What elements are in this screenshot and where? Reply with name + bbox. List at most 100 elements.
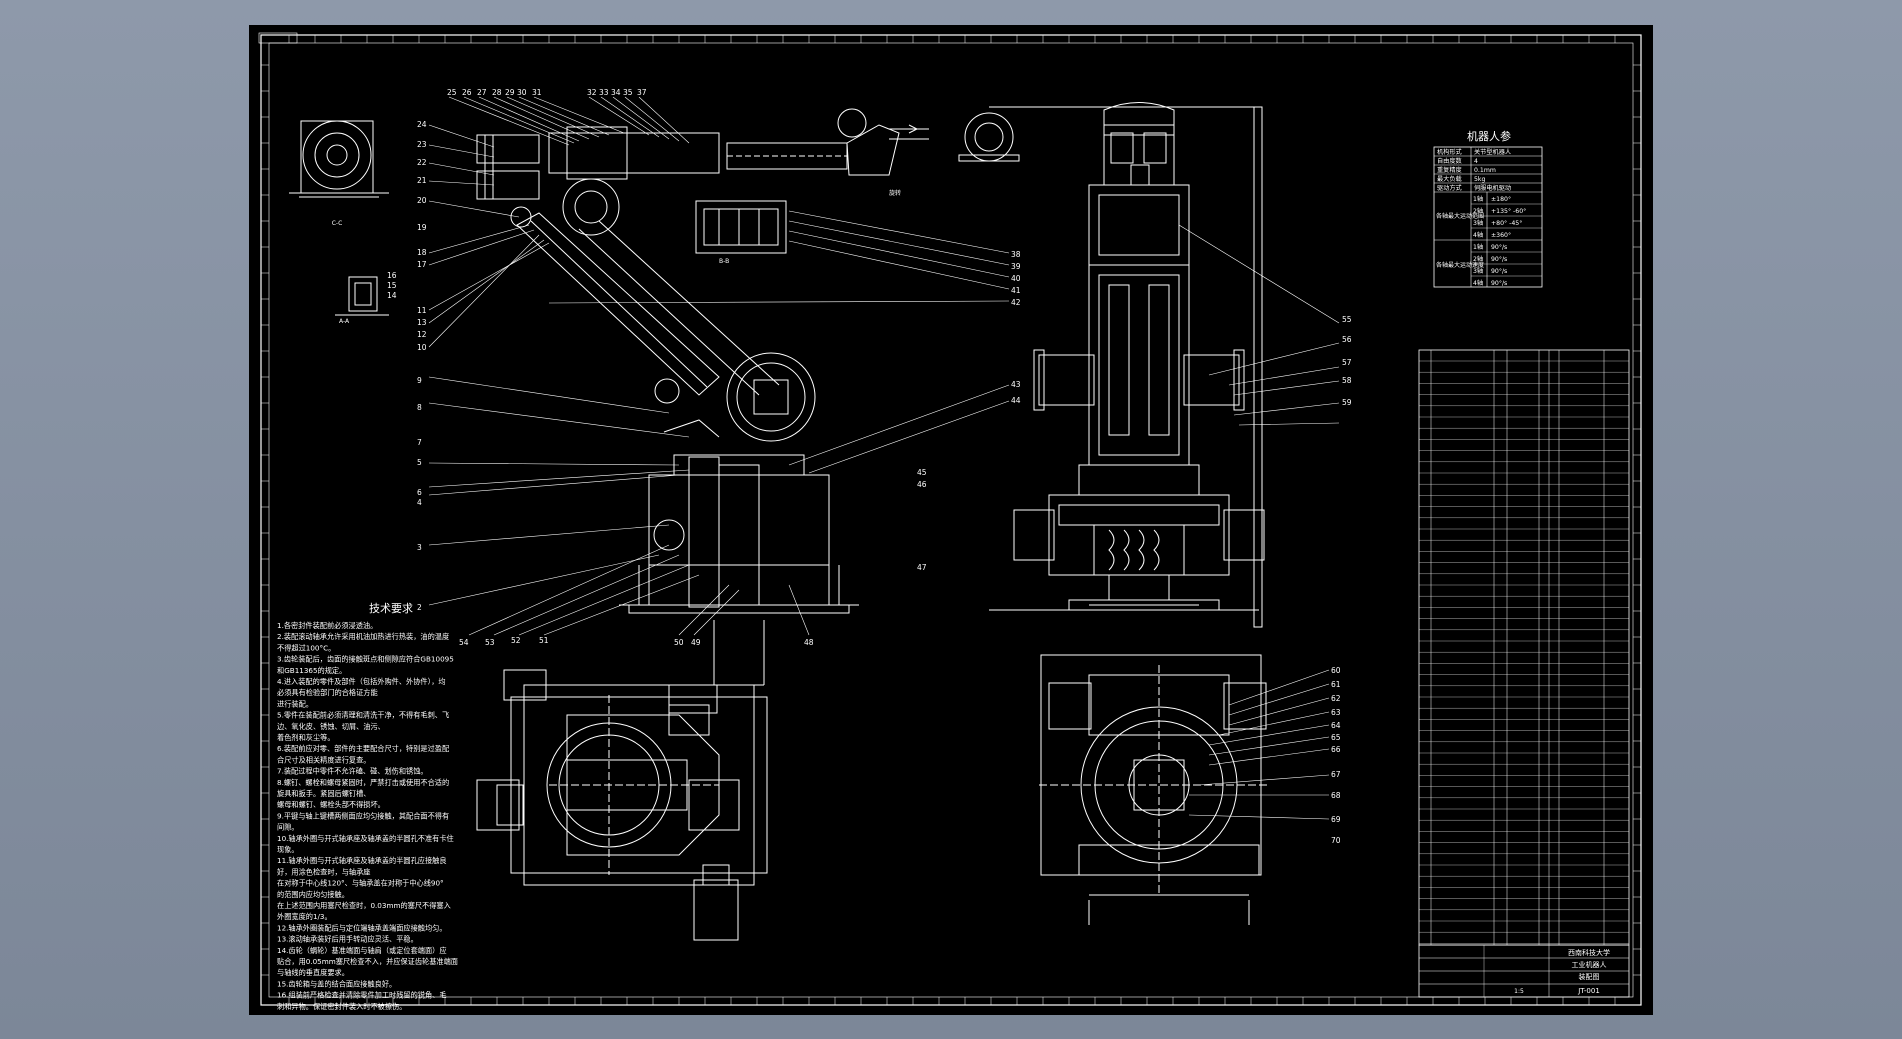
svg-text:0.1mm: 0.1mm: [1474, 167, 1496, 174]
svg-text:31: 31: [532, 88, 542, 97]
svg-text:57: 57: [1342, 358, 1352, 367]
tech-req-line: 间隙。: [277, 823, 299, 832]
tech-req-line: 合尺寸及相关精度进行复查。: [277, 755, 370, 764]
view-label-cc: C-C: [332, 220, 343, 227]
svg-text:67: 67: [1331, 770, 1341, 779]
svg-text:66: 66: [1331, 745, 1341, 754]
callouts-plan: 60 61 62 63 64 65 66 67 68 69 70: [1331, 666, 1341, 845]
tech-req-line: 8.螺钉、螺栓和螺母紧固时，严禁打击或使用不合适的: [277, 778, 449, 787]
svg-text:56: 56: [1342, 335, 1352, 344]
drawing-scale: 1:5: [1514, 988, 1524, 995]
svg-text:25: 25: [447, 88, 457, 97]
svg-text:23: 23: [417, 140, 427, 149]
svg-text:伺服电机驱动: 伺服电机驱动: [1474, 184, 1511, 192]
title-block: 西南科技大学 工业机器人 装配图 JT-001 1:5: [1418, 944, 1630, 998]
tech-req-line: 与轴线的垂直度要求。: [277, 968, 349, 977]
tech-req-line: 进行装配。: [277, 699, 313, 708]
callouts-right: 55 56 57 58 59: [1342, 315, 1352, 407]
svg-text:27: 27: [477, 88, 487, 97]
leader-lines: [428, 96, 1010, 636]
svg-text:42: 42: [1011, 298, 1021, 307]
svg-text:39: 39: [1011, 262, 1021, 271]
svg-text:12: 12: [417, 330, 427, 339]
school-name: 西南科技大学: [1568, 948, 1610, 957]
svg-text:自由度数: 自由度数: [1437, 157, 1463, 165]
svg-text:4: 4: [417, 498, 422, 507]
drawing-frame: [260, 34, 1642, 1006]
svg-text:49: 49: [691, 638, 701, 647]
svg-text:26: 26: [462, 88, 472, 97]
svg-text:7: 7: [417, 438, 422, 447]
svg-text:1轴: 1轴: [1473, 243, 1483, 251]
frame-ticks: [261, 35, 1641, 1005]
svg-text:50: 50: [674, 638, 684, 647]
arm-side-view: [476, 108, 919, 686]
tech-req-line: 和GB11365的规定。: [277, 666, 346, 675]
svg-text:6: 6: [417, 488, 422, 497]
tech-req-line: 14.齿轮（蜗轮）基准端面与轴肩（或定位套端面）应: [277, 946, 447, 955]
right-leaders: [1178, 224, 1340, 426]
svg-text:30: 30: [517, 88, 527, 97]
technical-requirements: 技术要求 1.各密封件装配前必须浸透油。 2.装配滚动轴承允许采用机油加热进行热装…: [277, 602, 458, 1011]
view-label-aa: A-A: [339, 318, 350, 325]
tech-req-line: 不得超过100°C。: [277, 643, 335, 652]
tech-req-line: 在上述范围内用塞尺检查时，0.03mm的塞尺不得塞入: [277, 901, 451, 910]
svg-text:15: 15: [387, 281, 397, 290]
svg-text:9: 9: [417, 376, 422, 385]
svg-text:37: 37: [637, 88, 647, 97]
tech-req-line: 螺母和螺钉、螺栓头部不得损坏。: [277, 800, 385, 809]
tech-req-line: 刺和异物。保证密封件装入时不被擦伤。: [277, 1002, 406, 1011]
tech-req-line: 2.装配滚动轴承允许采用机油加热进行热装，油的温度: [277, 632, 449, 641]
tech-req-line: 着色剂和灰尘等。: [277, 733, 335, 742]
tech-req-line: 9.平键与轴上键槽两侧面应均匀接触，其配合面不得有: [277, 811, 449, 820]
svg-text:19: 19: [417, 223, 427, 232]
svg-text:34: 34: [611, 88, 621, 97]
svg-text:60: 60: [1331, 666, 1341, 675]
svg-text:16: 16: [387, 271, 397, 280]
tech-title: 技术要求: [369, 602, 413, 615]
front-elevation-view: [989, 102, 1265, 628]
svg-text:重复精度: 重复精度: [1437, 166, 1462, 174]
svg-text:4: 4: [1474, 158, 1478, 165]
callouts-left: 24 23 22 21 20 19 18 17 16 15 14 13 12 1…: [387, 120, 427, 612]
svg-text:64: 64: [1331, 721, 1341, 730]
section-view-bb: [695, 200, 787, 254]
drawing-name: 工业机器人: [1572, 960, 1607, 969]
tech-req-line: 11.轴承外圈与开式轴承座及轴承盖的半圆孔应接触良: [277, 856, 447, 865]
svg-text:8: 8: [417, 403, 422, 412]
svg-text:2轴: 2轴: [1473, 255, 1483, 263]
svg-text:54: 54: [459, 638, 469, 647]
tech-req-line: 贴合，用0.05mm塞尺检查不入，并应保证齿轮基准端面: [277, 957, 458, 966]
svg-text:90°/s: 90°/s: [1491, 279, 1507, 287]
svg-text:2: 2: [417, 603, 422, 612]
svg-text:20: 20: [417, 196, 427, 205]
svg-text:18: 18: [417, 248, 427, 257]
svg-text:35: 35: [623, 88, 633, 97]
svg-text:11: 11: [417, 306, 427, 315]
tech-req-line: 15.齿轮箱与盖的结合面应接触良好。: [277, 979, 396, 988]
svg-text:3: 3: [417, 543, 422, 552]
svg-text:28: 28: [492, 88, 502, 97]
svg-text:1轴: 1轴: [1473, 195, 1483, 203]
svg-text:14: 14: [387, 291, 397, 300]
svg-text:3轴: 3轴: [1473, 219, 1483, 227]
callouts-mid: 38 39 40 41 42 43 44 45 46 47: [917, 250, 1021, 572]
svg-text:21: 21: [417, 176, 427, 185]
svg-text:10: 10: [417, 343, 427, 352]
svg-text:46: 46: [917, 480, 927, 489]
svg-text:29: 29: [505, 88, 515, 97]
svg-text:33: 33: [599, 88, 609, 97]
svg-text:90°/s: 90°/s: [1491, 255, 1507, 263]
plan-leaders: [1188, 669, 1330, 820]
svg-text:24: 24: [417, 120, 427, 129]
svg-text:±180°: ±180°: [1491, 195, 1511, 203]
svg-text:48: 48: [804, 638, 814, 647]
callouts-bottom: 54 53 52 51 50 49 48: [459, 636, 814, 647]
svg-text:5: 5: [417, 458, 422, 467]
svg-text:47: 47: [917, 563, 927, 572]
callouts-top: 25 26 27 28 29 30 31 32 33 34 35 37: [447, 88, 647, 97]
svg-text:68: 68: [1331, 791, 1341, 800]
tech-req-line: 1.各密封件装配前必须浸透油。: [277, 621, 377, 630]
svg-text:90°/s: 90°/s: [1491, 243, 1507, 251]
tech-req-line: 7.装配过程中零件不允许磕、碰、划伤和锈蚀。: [277, 767, 428, 776]
